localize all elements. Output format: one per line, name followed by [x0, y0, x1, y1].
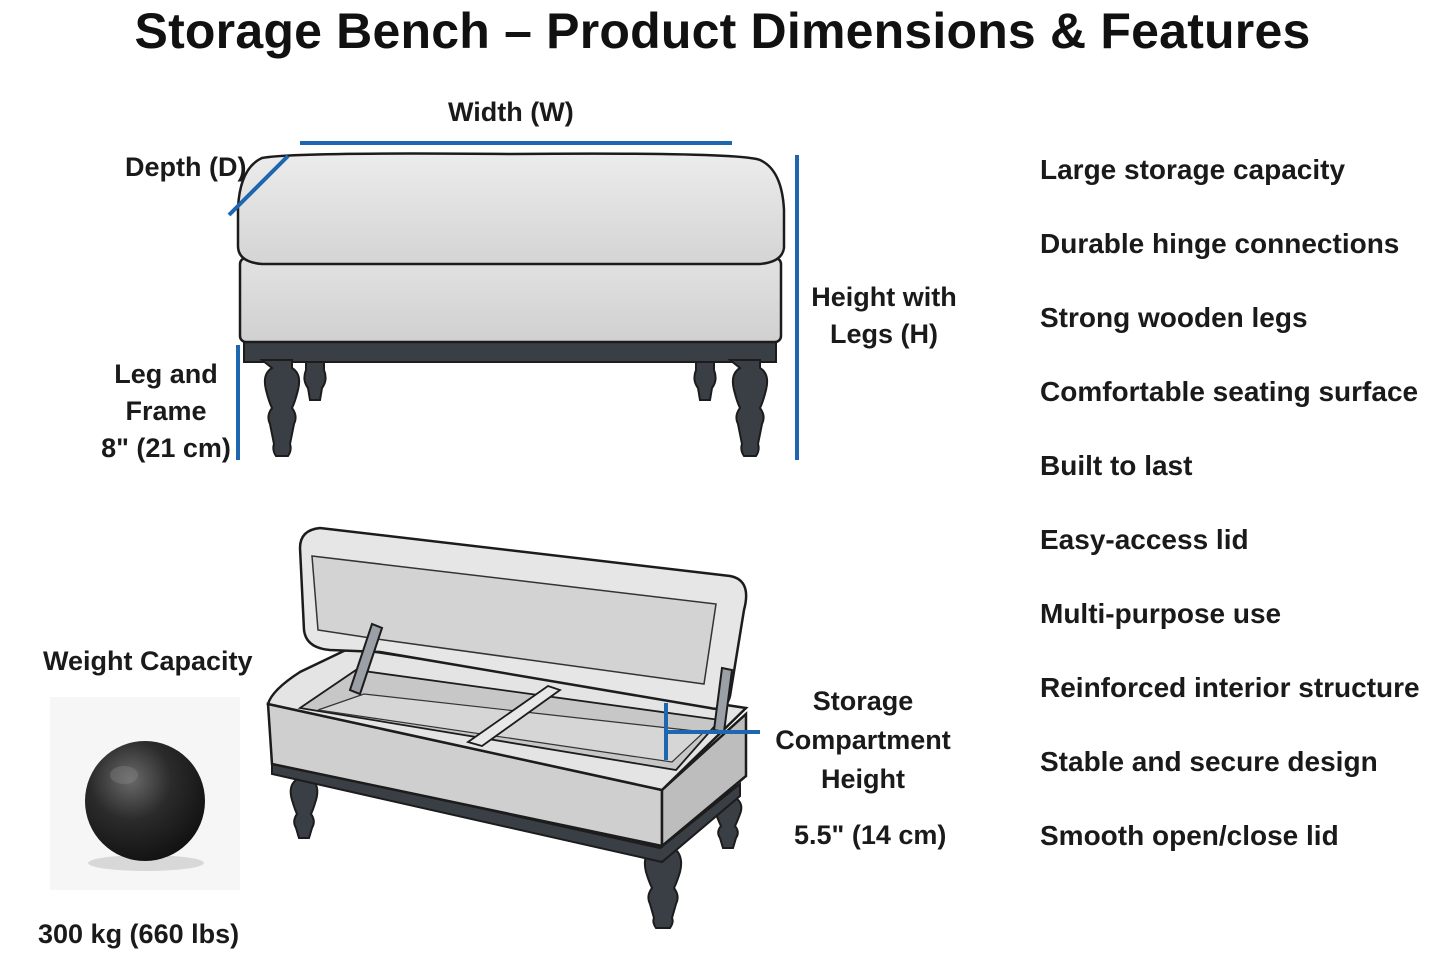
base-frame — [243, 339, 777, 363]
box-right-face — [660, 711, 748, 849]
feature-item: Strong wooden legs — [1040, 302, 1308, 333]
width-label: Width (W) — [448, 97, 574, 127]
open-bench — [266, 526, 749, 929]
bench-cushion — [236, 152, 786, 266]
feature-item: Reinforced interior structure — [1040, 672, 1420, 703]
lid-inner-panel — [311, 555, 717, 685]
front-leg-left — [259, 359, 301, 457]
leg-label-line2: Frame — [125, 396, 207, 426]
front-leg-right — [727, 359, 769, 457]
feature-item: Easy-access lid — [1040, 524, 1249, 555]
storage-label-line3: Height — [821, 764, 905, 794]
leg-label-line1: Leg and — [114, 359, 218, 389]
storage-value: 5.5" (14 cm) — [794, 820, 947, 850]
feature-item: Smooth open/close lid — [1040, 820, 1339, 851]
depth-dimension-line — [227, 154, 290, 217]
features-list: Large storage capacity Durable hinge con… — [1040, 150, 1420, 890]
open-leg-back-left — [283, 771, 319, 839]
weight-ball-icon — [85, 741, 205, 871]
weight-image — [50, 697, 240, 890]
feature-item: Built to last — [1040, 450, 1193, 481]
open-leg-front — [636, 839, 683, 929]
leg-frame-label: Leg and Frame 8" (21 cm) — [92, 356, 240, 467]
feature-item: Large storage capacity — [1040, 154, 1346, 185]
leg-value: 8" (21 cm) — [101, 433, 231, 463]
page-title: Storage Bench – Product Dimensions & Fea… — [134, 3, 1311, 59]
feature-item: Stable and secure design — [1040, 746, 1378, 777]
box-divider — [465, 685, 562, 747]
storage-label-line2: Compartment — [775, 725, 951, 755]
bench-body — [238, 256, 783, 344]
open-base-frame — [271, 760, 741, 864]
feature-item: Comfortable seating surface — [1040, 376, 1419, 407]
weight-capacity-value: 300 kg (660 lbs) — [38, 919, 240, 949]
storage-label: Storage Compartment Height — [764, 682, 962, 799]
weight-capacity-label: Weight Capacity — [43, 646, 253, 676]
closed-bench — [236, 152, 786, 457]
feature-item: Durable hinge connections — [1040, 228, 1400, 259]
back-leg-left — [303, 359, 327, 401]
height-label: Height with Legs (H) — [806, 279, 962, 353]
storage-label-line1: Storage — [812, 686, 914, 716]
hinge-left — [348, 622, 384, 696]
height-label-line1: Height with — [811, 282, 957, 312]
depth-label: Depth (D) — [125, 152, 247, 182]
feature-item: Multi-purpose use — [1040, 598, 1282, 629]
back-leg-right — [693, 359, 717, 401]
height-label-line2: Legs (H) — [830, 319, 938, 349]
